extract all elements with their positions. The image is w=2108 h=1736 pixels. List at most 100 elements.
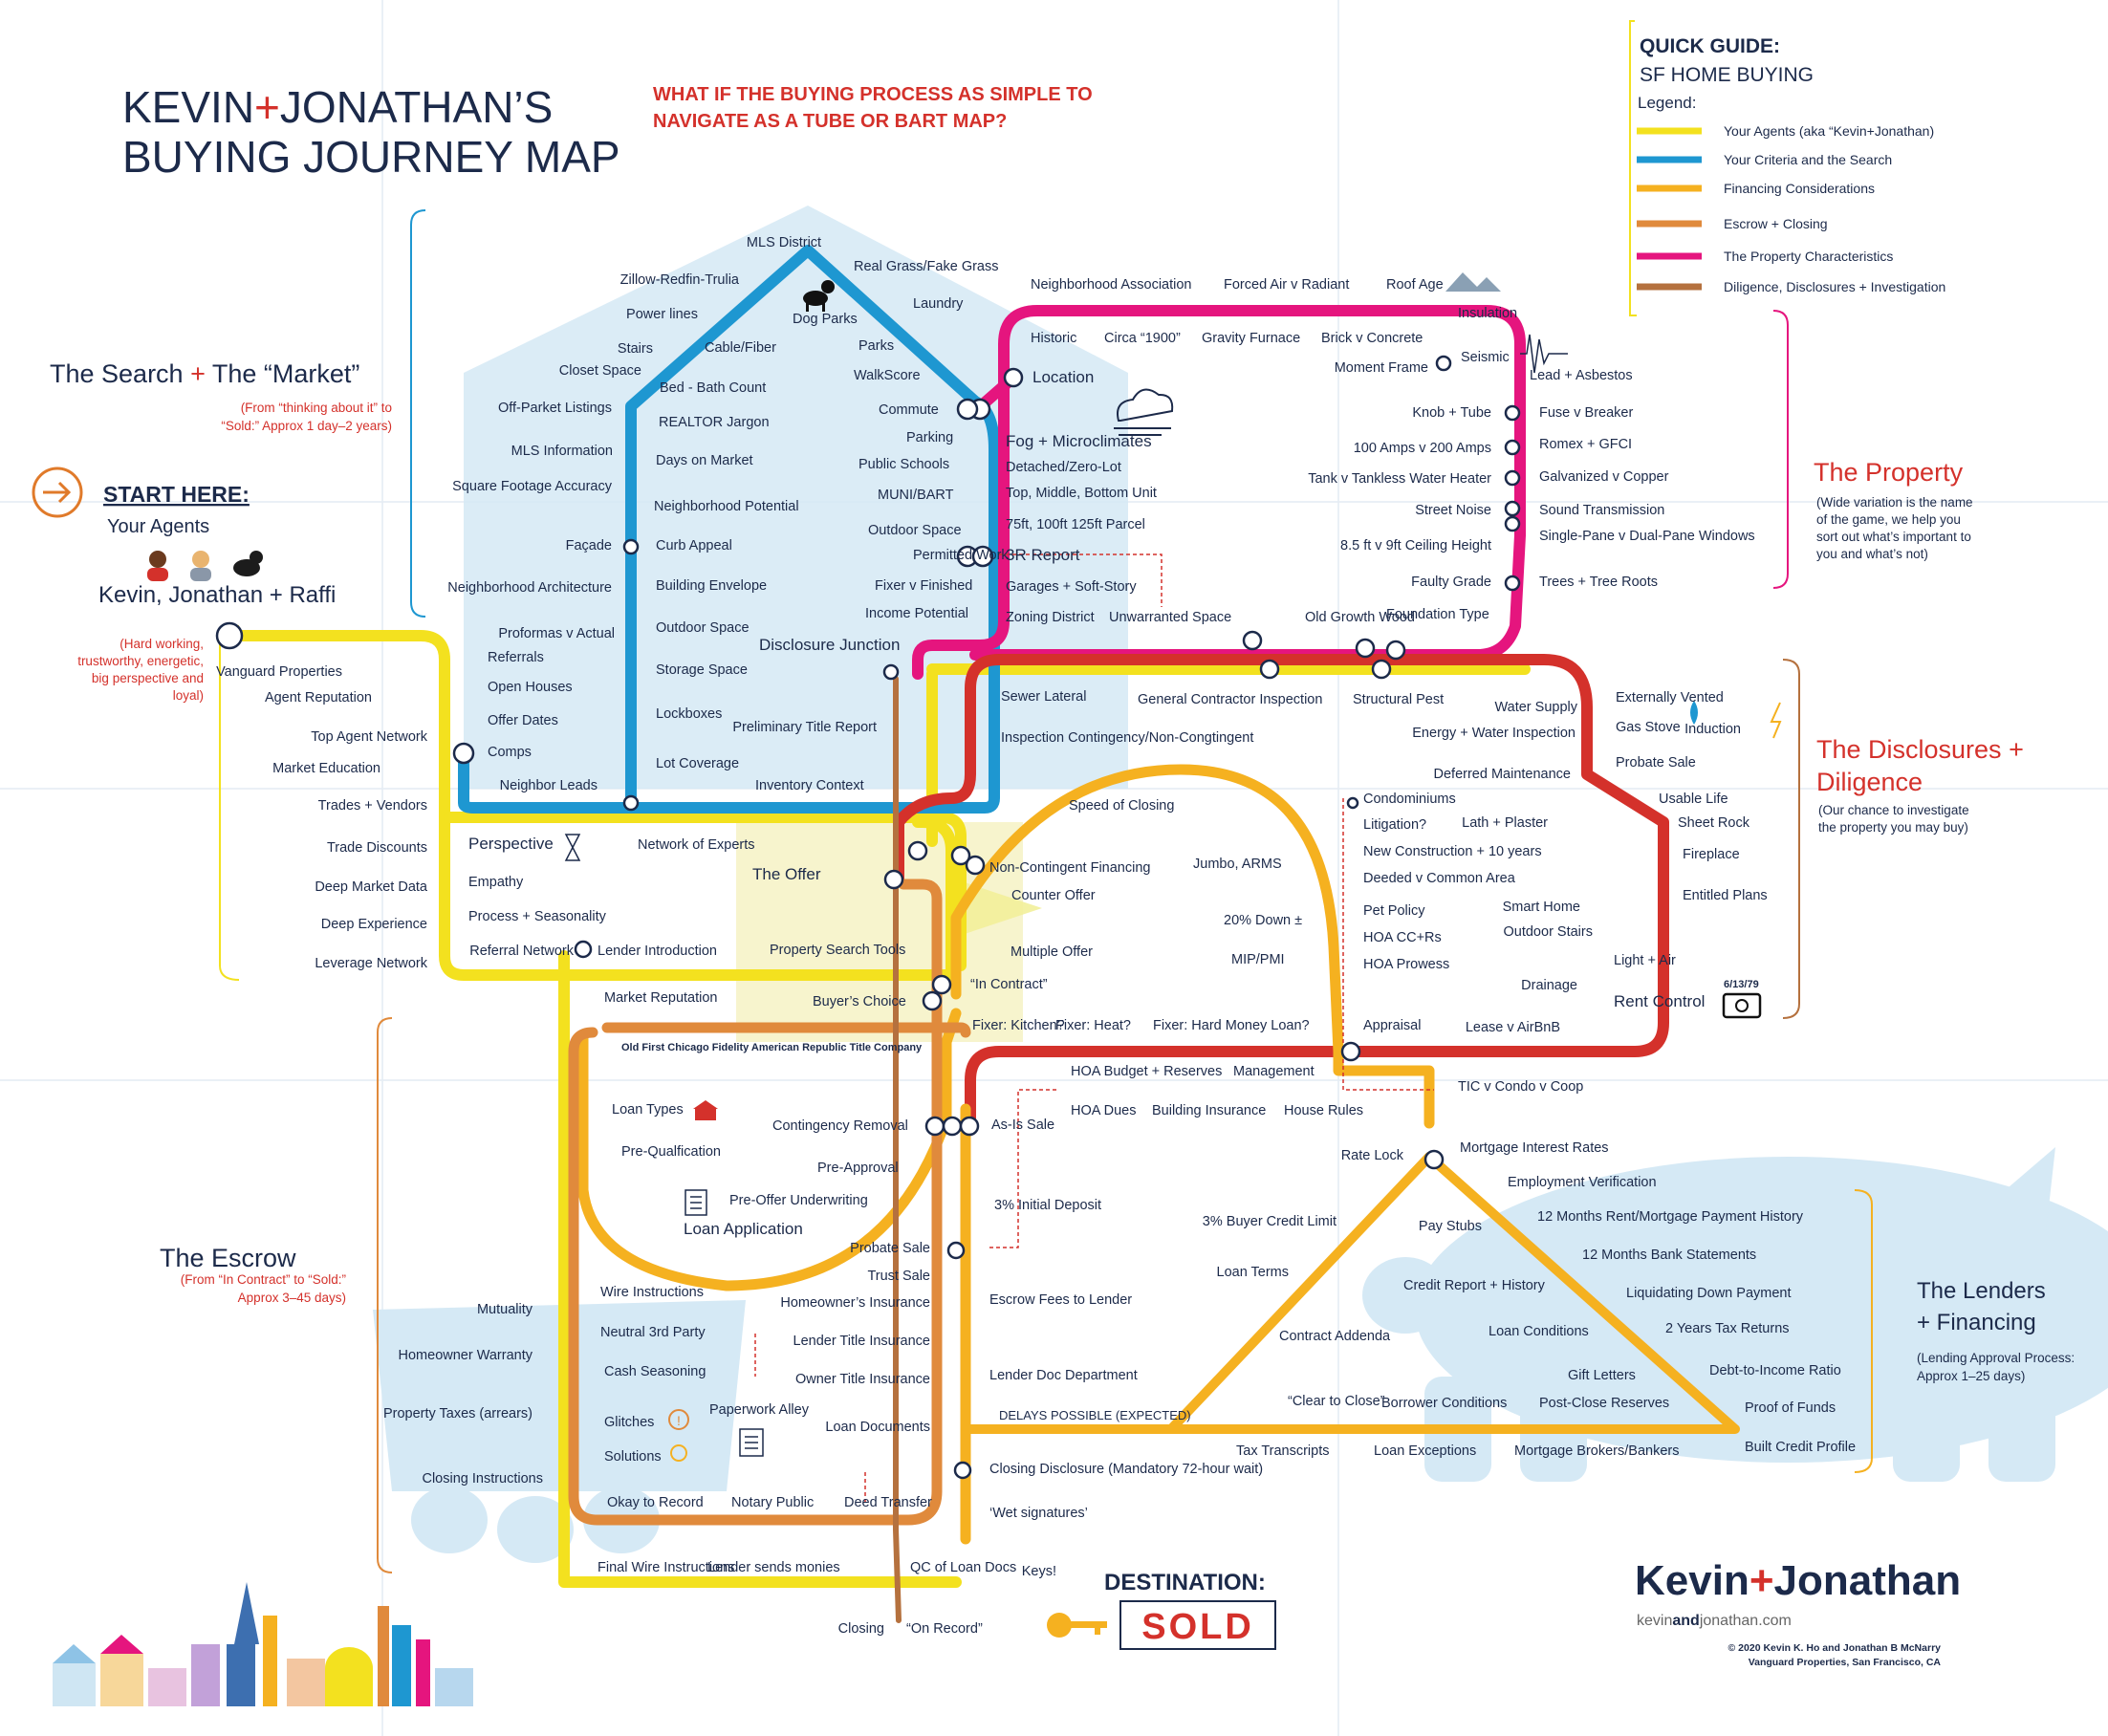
station-label: REALTOR Jargon	[659, 415, 770, 430]
station-label: Loan Exceptions	[1374, 1443, 1476, 1459]
search-title: The Search + The “Market”	[50, 359, 359, 388]
station-label: Paperwork Alley	[709, 1402, 810, 1418]
disclosures-title-2: Diligence	[1816, 768, 1923, 796]
station-label: Inventory Context	[755, 778, 864, 793]
station-label: Speed of Closing	[1069, 798, 1174, 814]
station-label: 2 Years Tax Returns	[1665, 1321, 1790, 1336]
station-label: Deed Transfer	[844, 1495, 932, 1510]
legend-item-label: Escrow + Closing	[1724, 216, 1828, 231]
legend-subtitle: SF HOME BUYING	[1640, 64, 1814, 86]
legend: QUICK GUIDE: SF HOME BUYING Legend: Your…	[1637, 35, 1945, 294]
station-label: Off-Parket Listings	[498, 401, 612, 416]
station-label: “On Record”	[906, 1621, 983, 1637]
station-label: Entitled Plans	[1683, 888, 1768, 903]
title-jonathan: JONATHAN’S	[280, 82, 553, 132]
station-label: Loan Types	[612, 1102, 684, 1118]
station-label: Lead + Asbestos	[1530, 368, 1633, 383]
escrow-note-1: (From “In Contract” to “Sold:”	[181, 1272, 346, 1287]
station-label: Probate Sale	[1616, 755, 1696, 770]
station-label: Loan Conditions	[1489, 1324, 1589, 1339]
station-label: 20% Down ±	[1224, 913, 1302, 928]
your-agents-label: Your Agents	[107, 516, 209, 537]
station-label: Insulation	[1458, 306, 1517, 321]
bank-icon	[693, 1100, 718, 1120]
lenders-title-2: + Financing	[1917, 1310, 2036, 1335]
station-label: Sound Transmission	[1539, 503, 1664, 518]
station-label: HOA Prowess	[1363, 957, 1449, 972]
hourglass-icon	[564, 834, 581, 861]
station-label: DELAYS POSSIBLE (EXPECTED)	[999, 1408, 1191, 1422]
station-label: MUNI/BART	[878, 488, 954, 503]
start-here-label[interactable]: START HERE:	[103, 482, 250, 507]
station-label: Network of Experts	[638, 837, 755, 853]
station-label: Neighbor Leads	[500, 778, 598, 793]
station-label: Closing Disclosure (Mandatory 72-hour wa…	[989, 1462, 1263, 1477]
brand-name: Kevin+Jonathan	[1635, 1557, 1961, 1604]
orange-line-triangle	[1166, 1152, 1740, 1434]
station-label: Pre-Qualfication	[621, 1144, 721, 1160]
station-label: Outdoor Stairs	[1504, 924, 1594, 940]
station-label: Sheet Rock	[1678, 815, 1750, 831]
station-label: Neighborhood Potential	[654, 499, 799, 514]
station-label: Deep Market Data	[315, 879, 428, 895]
station-label: New Construction + 10 years	[1363, 844, 1542, 859]
station-label: Historic	[1031, 331, 1076, 346]
station-label: TIC v Condo v Coop	[1458, 1079, 1583, 1095]
station-label: As-Is Sale	[991, 1118, 1054, 1133]
escrow-title: The Escrow	[160, 1244, 296, 1272]
station-label: Cash Seasoning	[604, 1364, 706, 1379]
station-label: Smart Home	[1503, 900, 1580, 915]
legend-item-label: Diligence, Disclosures + Investigation	[1724, 279, 1945, 294]
station-label: Faulty Grade	[1411, 575, 1491, 590]
station-label: Laundry	[913, 296, 964, 312]
station-label: Homeowner’s Insurance	[780, 1295, 930, 1311]
station-label: Outdoor Space	[868, 523, 962, 538]
station-label: Top Agent Network	[311, 729, 427, 745]
station-label: Gas Stove	[1616, 720, 1681, 735]
station-label: Neutral 3rd Party	[600, 1325, 706, 1340]
search-note-1: (From “thinking about it” to	[241, 401, 392, 415]
agents-avatars	[147, 551, 263, 581]
station-label: Externally Vented	[1616, 690, 1724, 705]
red-line	[893, 654, 1669, 1129]
yellow-line	[224, 630, 957, 981]
station-label: Detached/Zero-Lot	[1006, 460, 1121, 475]
page-title-line2: BUYING JOURNEY MAP	[122, 132, 620, 182]
station-label: Management	[1233, 1064, 1315, 1079]
property-title: The Property	[1814, 458, 1964, 487]
lightning-icon	[1770, 702, 1782, 739]
station-label: Structural Pest	[1353, 692, 1444, 707]
station-label: Lender Doc Department	[989, 1368, 1138, 1383]
station-label: Borrower Conditions	[1381, 1396, 1507, 1411]
station-label: Knob + Tube	[1412, 405, 1491, 421]
agents-names: Kevin, Jonathan + Raffi	[98, 582, 336, 608]
station-label: Trust Sale	[867, 1269, 930, 1284]
orange-line-hill	[950, 764, 1435, 1129]
station-label: Single-Pane v Dual-Pane Windows	[1539, 529, 1755, 544]
station-label: Zoning District	[1006, 610, 1095, 625]
station-label: Location	[1032, 368, 1094, 386]
station-label: Lockboxes	[656, 706, 722, 722]
station-label: Preliminary Title Report	[732, 720, 877, 735]
lenders-title-1: The Lenders	[1917, 1278, 2046, 1304]
mountain-icon	[1445, 272, 1501, 292]
station-label: Building Envelope	[656, 578, 767, 594]
station-label: Final Wire Instructions	[598, 1560, 734, 1575]
station-label: Keys!	[1022, 1564, 1056, 1579]
brand-url[interactable]: kevinandjonathan.com	[1637, 1613, 1792, 1629]
legend-title: QUICK GUIDE:	[1640, 35, 1780, 57]
copyright-2: Vanguard Properties, San Francisco, CA	[1749, 1657, 1942, 1668]
station-label: Usable Life	[1659, 792, 1728, 807]
station-label: 3% Initial Deposit	[994, 1198, 1101, 1213]
station-label: The Offer	[752, 865, 821, 883]
station-label: Dog Parks	[793, 312, 858, 327]
station-label: Roof Age	[1386, 277, 1444, 293]
station-label: Disclosure Junction	[759, 636, 900, 654]
legend-item-label: Your Agents (aka “Kevin+Jonathan)	[1724, 123, 1934, 139]
start-here-arrow-icon[interactable]	[32, 467, 83, 518]
station-label: Commute	[879, 402, 939, 418]
station-label: Inspection Contingency/Non-Congtingent	[1001, 730, 1253, 746]
title-plus: +	[254, 82, 280, 132]
money-icon	[1722, 992, 1762, 1019]
